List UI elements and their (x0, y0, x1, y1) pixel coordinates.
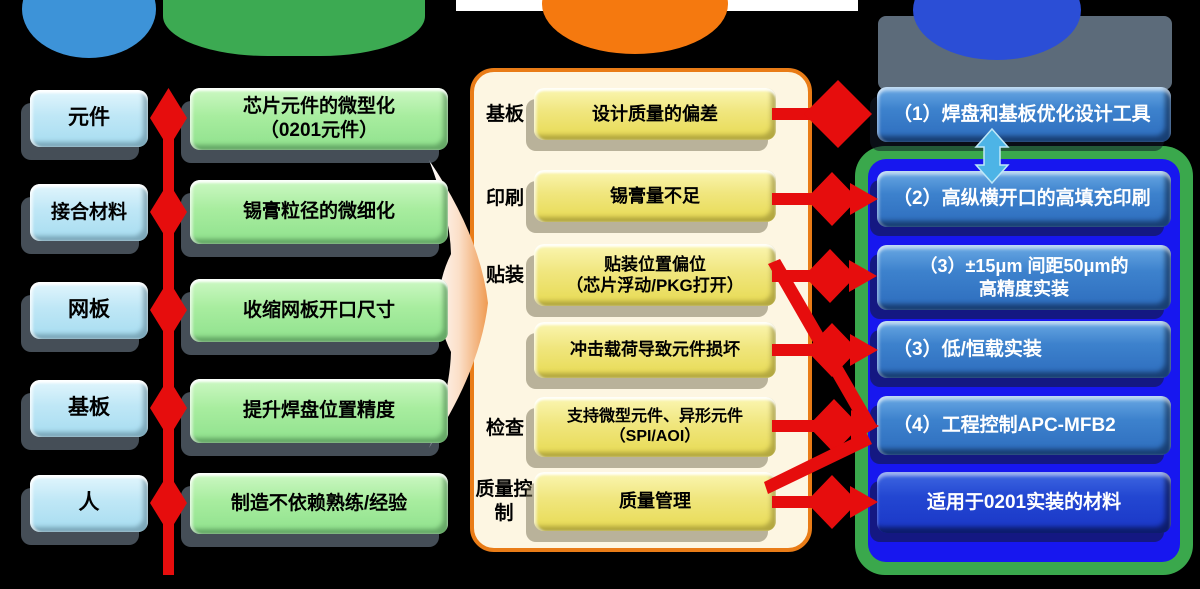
stage-label-substrate: 基板 (485, 104, 524, 125)
solution-box-high-precision-mount: （3）±15μm 间距50μm的 高精度实装 (877, 245, 1171, 310)
issue-box-impact-damage: 冲击载荷导致元件损坏 (534, 322, 776, 378)
process-issues-panel (470, 68, 812, 552)
part-box-joining-material: 接合材料 (30, 184, 148, 241)
trend-box-skill-free: 制造不依赖熟练/经验 (190, 473, 448, 534)
solution-box-apc-mfb2: （4）工程控制APC-MFB2 (877, 396, 1171, 455)
issue-box-quality-management: 质量管理 (534, 472, 776, 531)
trend-box-stencil-aperture: 收缩网板开口尺寸 (190, 279, 448, 342)
part-box-components: 元件 (30, 90, 148, 147)
issue-box-inspection-support: 支持微型元件、异形元件 （SPI/AOI） (534, 397, 776, 457)
trend-box-solder-particle: 锡膏粒径的微细化 (190, 180, 448, 244)
issue-box-design-variance: 设计质量的偏差 (534, 88, 776, 140)
part-box-substrate: 基板 (30, 380, 148, 437)
trend-box-pad-accuracy: 提升焊盘位置精度 (190, 379, 448, 443)
issue-box-placement-offset: 贴装位置偏位 （芯片浮动/PKG打开） (534, 244, 776, 306)
stage-label-quality-control: 质量控制 (475, 479, 533, 524)
stage-label-inspection: 检查 (485, 418, 524, 439)
stage-label-mounting: 贴装 (485, 265, 524, 286)
solution-box-high-fill-print: （2）高纵横开口的高填充印刷 (877, 171, 1171, 227)
header-trends-blob (163, 0, 425, 56)
trend-box-miniaturization: 芯片元件的微型化 （0201元件） (190, 88, 448, 150)
solution-box-materials: 适用于0201实装的材料 (877, 472, 1171, 533)
header-parts-blob (22, 0, 156, 58)
stage-label-printing: 印刷 (485, 188, 524, 209)
left-red-connectors (150, 88, 187, 575)
solution-box-design-tool: （1）焊盘和基板优化设计工具 (877, 87, 1171, 142)
part-box-stencil: 网板 (30, 282, 148, 339)
issue-box-solder-shortage: 锡膏量不足 (534, 170, 776, 222)
part-box-people: 人 (30, 475, 148, 532)
solution-box-low-constant-load: （3）低/恒载实装 (877, 321, 1171, 378)
header-process-blob (542, 0, 728, 54)
